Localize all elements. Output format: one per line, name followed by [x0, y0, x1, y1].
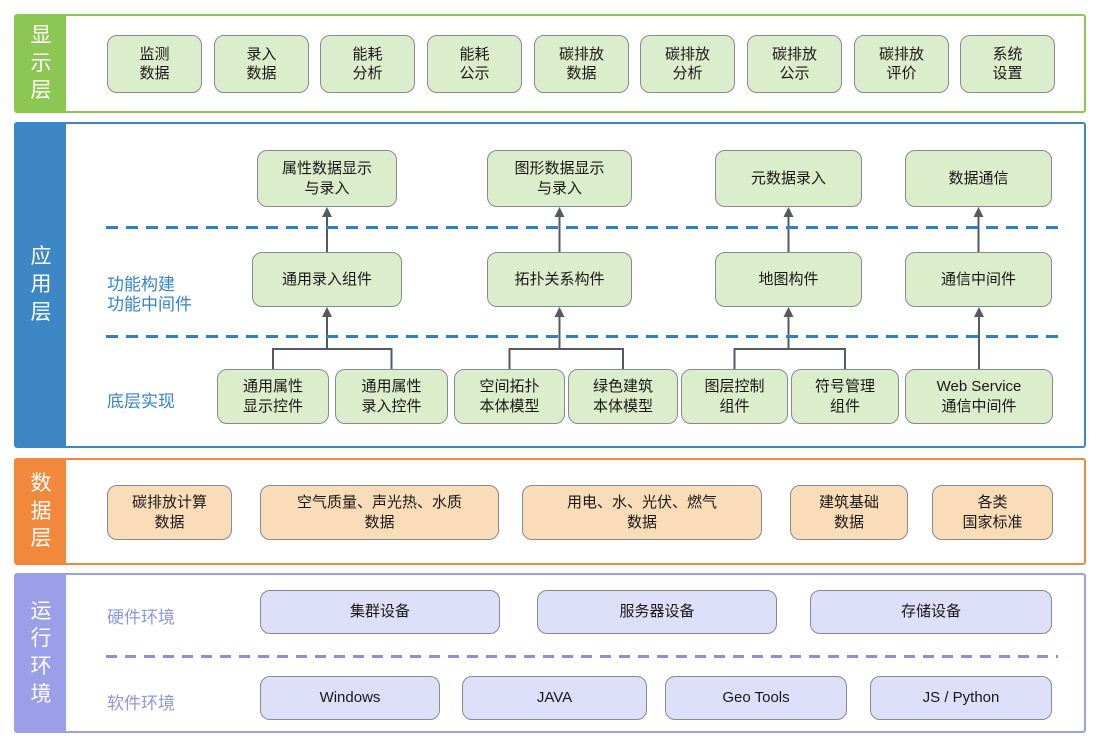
- display-box: 碳排放 公示: [747, 35, 842, 93]
- row-label-build: 功能构建: [107, 275, 175, 294]
- software-box: Geo Tools: [665, 676, 847, 720]
- display-box: 监测 数据: [107, 35, 202, 93]
- software-box: Windows: [260, 676, 440, 720]
- data-layer-label: 数据层: [16, 460, 66, 563]
- runtime-environment-label: 运行环境: [16, 575, 66, 731]
- middleware-box: 属性数据显示 与录入: [257, 150, 397, 207]
- data-box: 空气质量、声光热、水质 数据: [260, 485, 499, 540]
- build-box: 通信中间件: [905, 252, 1052, 307]
- runtime-row-separator: [106, 655, 1058, 658]
- build-box: 拓扑关系构件: [487, 252, 632, 307]
- base-box: 图层控制 组件: [681, 369, 788, 424]
- display-box: 碳排放 数据: [534, 35, 629, 93]
- data-box: 碳排放计算 数据: [107, 485, 232, 540]
- display-layer-label-text: 显示层: [30, 23, 52, 103]
- display-layer-band: 显示层 监测 数据 录入 数据 能耗 分析 能耗 公示 碳排放 数据 碳排放 分…: [14, 14, 1086, 113]
- app-row-separator-1: [106, 226, 1058, 229]
- middleware-box: 图形数据显示 与录入: [487, 150, 632, 207]
- row-label-base: 底层实现: [107, 392, 175, 411]
- hardware-box: 集群设备: [260, 590, 500, 634]
- base-box: 绿色建筑 本体模型: [568, 369, 678, 424]
- data-box: 建筑基础 数据: [790, 485, 908, 540]
- app-row-separator-2: [106, 335, 1058, 338]
- hardware-box: 服务器设备: [537, 590, 777, 634]
- display-box: 碳排放 评价: [854, 35, 949, 93]
- display-box: 系统 设置: [960, 35, 1055, 93]
- build-box: 通用录入组件: [252, 252, 402, 307]
- base-box: Web Service 通信中间件: [905, 369, 1053, 424]
- display-box: 能耗 分析: [320, 35, 415, 93]
- display-box: 能耗 公示: [427, 35, 522, 93]
- data-layer-label-text: 数据层: [30, 471, 52, 551]
- application-layer-band: 应用层 功能中间件 属性数据显示 与录入 图形数据显示 与录入 元数据录入 数据…: [14, 122, 1086, 448]
- software-box: JAVA: [462, 676, 647, 720]
- data-box: 用电、水、光伏、燃气 数据: [522, 485, 762, 540]
- middleware-box: 元数据录入: [715, 150, 862, 207]
- row-label-middleware: 功能中间件: [107, 295, 192, 314]
- build-box: 地图构件: [715, 252, 862, 307]
- base-box: 符号管理 组件: [791, 369, 899, 424]
- base-box: 通用属性 显示控件: [217, 369, 329, 424]
- display-layer-label: 显示层: [16, 16, 66, 111]
- middleware-box: 数据通信: [905, 150, 1052, 207]
- display-box: 碳排放 分析: [640, 35, 735, 93]
- software-box: JS / Python: [870, 676, 1052, 720]
- runtime-environment-label-text: 运行环境: [30, 599, 52, 706]
- base-box: 通用属性 录入控件: [335, 369, 448, 424]
- application-layer-label: 应用层: [16, 124, 66, 446]
- data-layer-band: 数据层 碳排放计算 数据 空气质量、声光热、水质 数据 用电、水、光伏、燃气 数…: [14, 458, 1086, 565]
- row-label-software: 软件环境: [107, 694, 175, 713]
- data-box: 各类 国家标准: [932, 485, 1053, 540]
- base-box: 空间拓扑 本体模型: [454, 369, 565, 424]
- runtime-environment-band: 运行环境 硬件环境 集群设备 服务器设备 存储设备 软件环境 Windows J…: [14, 573, 1086, 733]
- application-layer-label-text: 应用层: [30, 245, 52, 324]
- display-box: 录入 数据: [214, 35, 309, 93]
- row-label-hardware: 硬件环境: [107, 608, 175, 627]
- hardware-box: 存储设备: [810, 590, 1052, 634]
